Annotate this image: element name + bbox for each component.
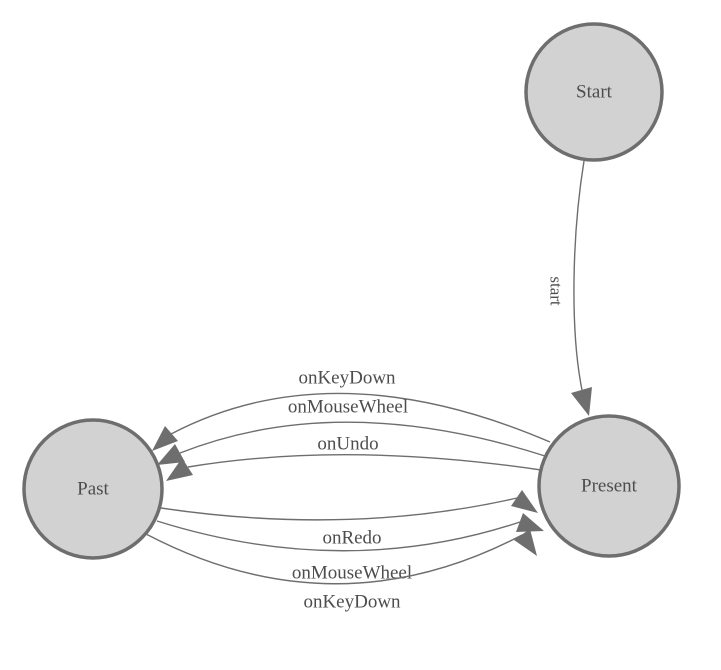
- edge-label-past-to-present-onkeydown: onKeyDown: [303, 592, 401, 613]
- edge-past-to-present-onredo: [160, 497, 518, 521]
- node-label-past: Past: [77, 479, 109, 500]
- edge-start-to-present-start: [573, 160, 585, 391]
- edge-label-past-to-present-onmousewheel: onMouseWheel: [292, 563, 412, 584]
- arrowhead-icon: [511, 490, 538, 513]
- node-label-start: Start: [576, 82, 613, 103]
- edge-label-present-to-past-onmousewheel: onMouseWheel: [288, 397, 408, 418]
- arrowhead-icon: [152, 426, 178, 451]
- edge-label-present-to-past-onundo: onUndo: [317, 434, 378, 455]
- node-present: [537, 414, 681, 558]
- edge-present-to-past-onmousewheel: [179, 421, 546, 457]
- edge-present-to-past-onkeydown: [170, 392, 551, 443]
- arrowhead-icon: [516, 513, 544, 532]
- edge-label-past-to-present-onredo: onRedo: [322, 528, 381, 549]
- edge-past-to-present-onkeydown: [145, 533, 523, 585]
- node-start: [524, 22, 664, 162]
- arrowhead-icon: [166, 458, 193, 481]
- edge-present-to-past-onundo: [187, 454, 542, 471]
- arrowhead-icon: [157, 444, 185, 465]
- node-past: [22, 418, 164, 560]
- arrowhead-icon: [571, 387, 592, 416]
- edge-past-to-present-onmousewheel: [156, 520, 521, 552]
- node-label-present: Present: [581, 476, 638, 497]
- edge-label-start-to-present-start: start: [547, 276, 566, 306]
- arrowhead-icon: [514, 529, 537, 556]
- edge-label-present-to-past-onkeydown: onKeyDown: [298, 368, 396, 389]
